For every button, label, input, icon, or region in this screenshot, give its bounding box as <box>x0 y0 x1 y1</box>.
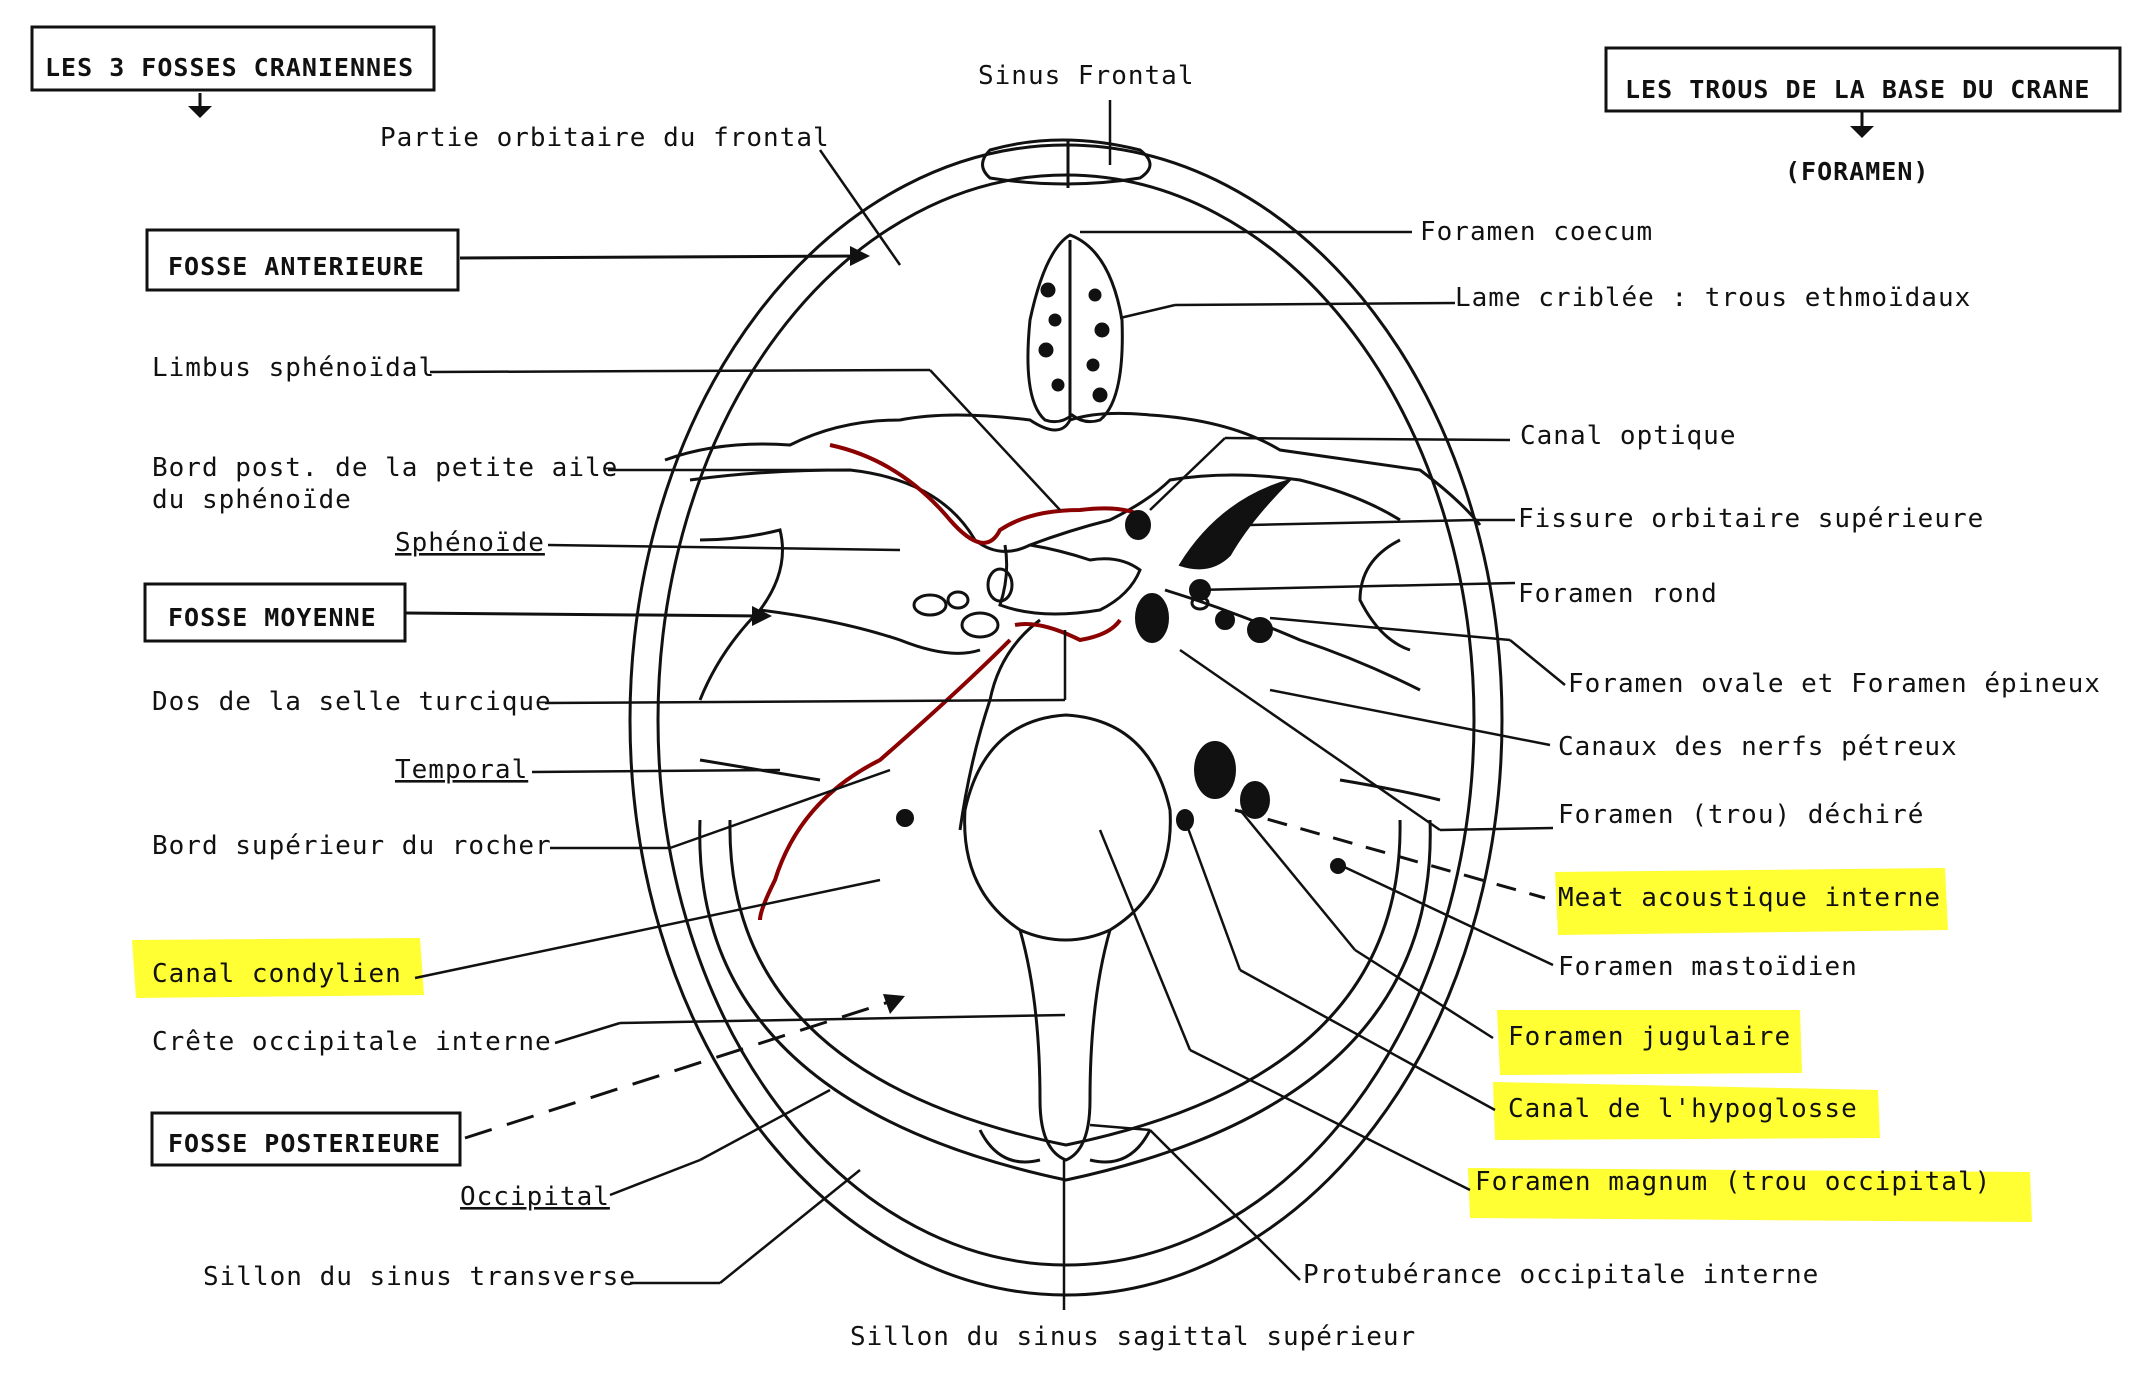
occipital-inner-band-2 <box>728 819 1402 1147</box>
label-foramen-dechire: Foramen (trou) déchiré <box>1558 800 1924 830</box>
label-canal-condylien: Canal condylien <box>152 959 402 989</box>
highlight-foramen-magnum <box>1468 1168 2032 1222</box>
label-temporal: Temporal <box>395 755 528 785</box>
foramen-subtitle: (FORAMEN) <box>1785 157 1929 186</box>
box-fosses <box>30 25 436 92</box>
highlight-canal-condylien <box>132 938 424 998</box>
trous-title: LES TROUS DE LA BASE DU CRANE <box>1625 75 2091 104</box>
fissure-orbitaire-shape <box>1178 477 1294 570</box>
bone-sutures <box>664 411 1482 831</box>
leader-lines <box>414 100 1566 1310</box>
label-bord-sup-rocher: Bord supérieur du rocher <box>152 831 552 861</box>
skull-inner-contour <box>656 173 1476 1267</box>
occipital-inner-band <box>698 819 1432 1182</box>
title-boxes <box>30 25 2122 1167</box>
fosses-title: LES 3 FOSSES CRANIENNES <box>45 53 414 82</box>
label-foramen-ovale: Foramen ovale et Foramen épineux <box>1568 669 2101 699</box>
highlight-meat-acoustique <box>1555 868 1948 935</box>
skull-outline <box>628 143 1504 1297</box>
skull-outer-contour <box>628 143 1504 1297</box>
arrows <box>188 93 1874 1140</box>
foramen-magnum-shape <box>963 713 1172 1164</box>
foramina-open <box>912 567 1210 639</box>
label-canaux-petreux: Canaux des nerfs pétreux <box>1558 732 1958 762</box>
highlight-foramen-jugulaire <box>1497 1010 1802 1075</box>
box-fosse-posterieure <box>150 1111 462 1167</box>
label-occipital: Occipital <box>460 1182 610 1212</box>
lame-criblee-shape <box>1026 233 1124 424</box>
fosse-posterieure-label: FOSSE POSTERIEURE <box>168 1129 441 1158</box>
label-partie-orbitaire: Partie orbitaire du frontal <box>380 123 830 153</box>
box-trous <box>1604 46 2122 113</box>
fosse-moyenne-label: FOSSE MOYENNE <box>168 603 377 632</box>
label-foramen-mastoidien: Foramen mastoïdien <box>1558 952 1858 982</box>
sinus-frontal-shape <box>981 138 1152 188</box>
label-sphenoide: Sphénoïde <box>395 528 545 558</box>
foramina-dark <box>896 477 1346 874</box>
box-fosse-moyenne <box>143 582 407 643</box>
label-dos-selle: Dos de la selle turcique <box>152 687 552 717</box>
label-meat-acoustique: Meat acoustique interne <box>1558 883 1941 913</box>
label-bord-post-2: du sphénoïde <box>152 485 352 515</box>
label-foramen-jugulaire: Foramen jugulaire <box>1508 1022 1791 1052</box>
label-lame-criblee: Lame criblée : trous ethmoïdaux <box>1455 283 1971 313</box>
label-sillon-sagittal: Sillon du sinus sagittal supérieur <box>850 1322 1416 1352</box>
red-contour-lines <box>758 443 1141 921</box>
label-canal-hypoglosse: Canal de l'hypoglosse <box>1508 1094 1858 1124</box>
label-sinus-frontal: Sinus Frontal <box>978 61 1195 91</box>
label-limbus: Limbus sphénoïdal <box>152 353 435 383</box>
label-canal-optique: Canal optique <box>1520 421 1737 451</box>
label-protuberance: Protubérance occipitale interne <box>1303 1260 1819 1290</box>
box-fosse-anterieure <box>145 228 460 292</box>
fosse-anterieure-label: FOSSE ANTERIEURE <box>168 252 425 281</box>
label-fissure-orbitaire: Fissure orbitaire supérieure <box>1518 504 1984 534</box>
label-crete-occipitale: Crête occipitale interne <box>152 1027 552 1057</box>
label-bord-post-1: Bord post. de la petite aile <box>152 453 618 483</box>
highlights <box>132 868 2032 1222</box>
label-sillon-transverse: Sillon du sinus transverse <box>203 1262 636 1292</box>
label-foramen-rond: Foramen rond <box>1518 579 1718 609</box>
highlight-canal-hypoglosse <box>1493 1082 1880 1140</box>
label-foramen-magnum: Foramen magnum (trou occipital) <box>1475 1167 1991 1197</box>
label-foramen-coecum: Foramen coecum <box>1420 217 1653 247</box>
